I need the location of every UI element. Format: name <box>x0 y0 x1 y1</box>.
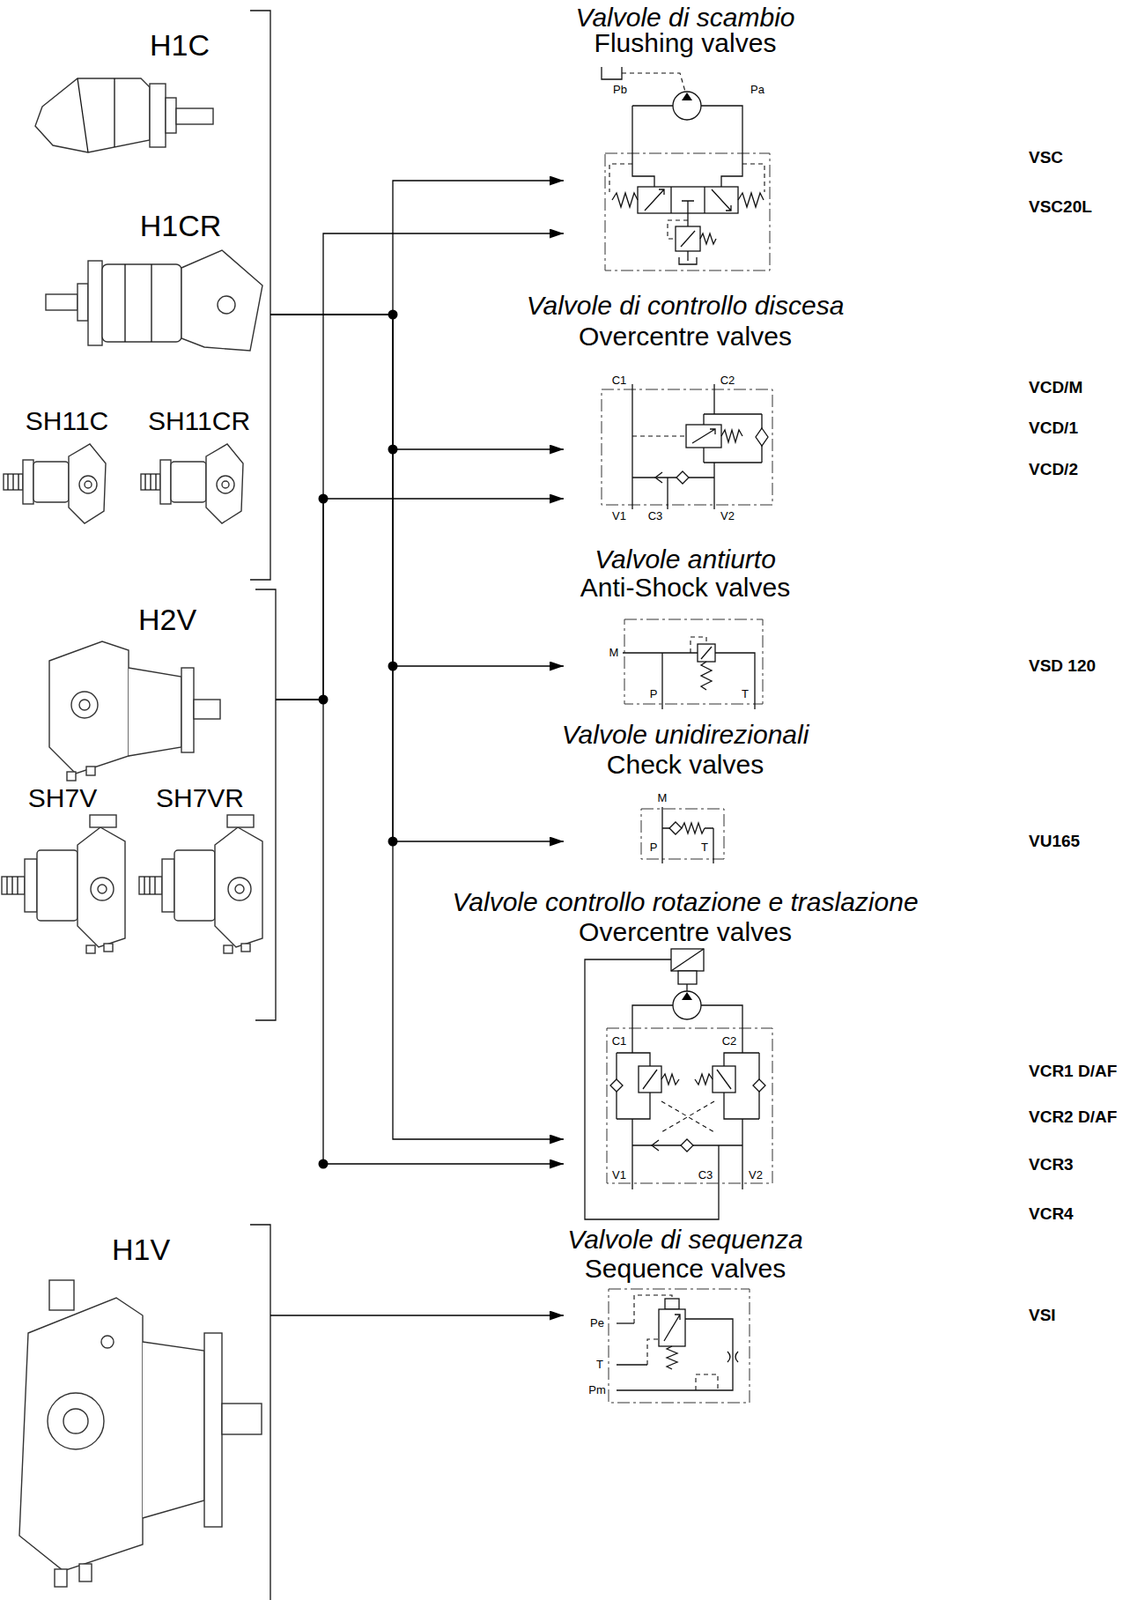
overcentre-valve-symbol <box>601 384 773 510</box>
valve-heading: Valvole di sequenza <box>567 1224 803 1256</box>
port-name: T <box>596 1358 604 1372</box>
port-name: T <box>701 841 709 855</box>
valve-code: VCR2 D/AF <box>1028 1107 1117 1127</box>
valve-heading: Check valves <box>606 749 764 781</box>
valve-code: VCD/M <box>1028 377 1083 398</box>
valve-code: VCR1 D/AF <box>1028 1061 1117 1081</box>
valve-heading: Valvole unidirezionali <box>561 719 810 751</box>
valve-heading: Sequence valves <box>584 1253 787 1285</box>
valve-code: VSC <box>1028 147 1064 168</box>
port-name: Pm <box>588 1383 606 1397</box>
valve-heading: Overcentre valves <box>578 916 792 948</box>
motor-group: H2V SH7V SH7VR <box>0 589 276 1020</box>
connector-arrow <box>270 314 564 666</box>
connector-arrow <box>270 1314 564 1315</box>
port-name: Pe <box>590 1316 605 1330</box>
valve-code: VSD 120 <box>1028 656 1096 676</box>
sequence-valve-symbol <box>608 1288 750 1403</box>
valve-heading: Flushing valves <box>594 28 777 60</box>
motor-name: H1C <box>149 28 210 63</box>
port-name: C1 <box>612 374 628 388</box>
connector-arrow <box>270 180 564 315</box>
motor-name: SH11CR <box>147 406 251 437</box>
group-bracket <box>250 10 276 1600</box>
valve-heading: Overcentre valves <box>578 321 792 353</box>
port-name: T <box>741 687 749 702</box>
check-valve-symbol <box>641 806 724 864</box>
port-name: V1 <box>612 1168 627 1182</box>
valve-block: Valvole unidirezionaliCheck valves <box>563 792 807 868</box>
valve-heading: Anti-Shock valves <box>580 572 791 604</box>
port-name: Pb <box>613 83 628 97</box>
flushing-valve-symbol <box>601 66 770 271</box>
connector-arrow <box>275 699 564 1164</box>
valve-code: VCR3 <box>1028 1154 1074 1175</box>
port-name: Pa <box>750 83 765 97</box>
port-name: C3 <box>648 509 664 524</box>
port-name: V1 <box>612 509 627 524</box>
connector-arrow <box>270 314 564 842</box>
port-name: P <box>649 841 658 855</box>
valve-code: VSI <box>1028 1305 1057 1325</box>
motor-name: H1V <box>111 1232 170 1267</box>
port-name: C3 <box>698 1168 714 1182</box>
valve-code: VCR4 <box>1028 1203 1074 1224</box>
motor-name: SH7VR <box>155 782 244 814</box>
motor-name: H1CR <box>140 208 222 244</box>
port-name: M <box>609 646 620 660</box>
valve-block: Valvole antiurtoAnti-Shock valves <box>563 616 807 710</box>
motor-name: SH7V <box>28 782 97 814</box>
valve-code: VCD/2 <box>1028 459 1079 480</box>
connector-arrow <box>275 233 564 700</box>
connector-arrow <box>275 498 564 700</box>
valve-block: Valvole di controllo discesaOvercentre v… <box>563 374 807 516</box>
valve-block: Valvole controllo rotazione e traslazion… <box>563 946 807 1225</box>
motor-name: H2V <box>138 602 197 637</box>
motor-group: H1V <box>0 1224 271 1600</box>
port-name: C2 <box>720 374 736 388</box>
valve-code: VU165 <box>1028 831 1080 851</box>
port-name: V2 <box>720 509 735 524</box>
motor-group: H1C H1CR SH11C SH11CR <box>0 10 271 580</box>
connector-arrow <box>270 314 564 450</box>
motor-picture <box>1 78 263 1587</box>
junction-dot <box>318 310 399 1169</box>
port-name: M <box>657 791 668 806</box>
port-name: P <box>649 687 658 702</box>
motor-name: SH11C <box>25 406 109 437</box>
valve-heading: Valvole controllo rotazione e traslazion… <box>451 886 918 918</box>
port-name: V2 <box>748 1168 763 1182</box>
valve-code: VCD/1 <box>1028 418 1079 438</box>
port-name: C1 <box>612 1034 628 1049</box>
valve-heading: Valvole antiurto <box>594 544 776 576</box>
valve-code: VSC20L <box>1028 197 1093 217</box>
valve-heading: Valvole di controllo discesa <box>526 290 845 322</box>
port-name: C2 <box>722 1034 738 1049</box>
valve-block: Valvole di scambioFlushing valves <box>563 54 807 275</box>
connector-arrow <box>270 314 564 1139</box>
anti-shock-valve-symbol <box>622 619 763 710</box>
rotation-control-valve-symbol <box>584 948 773 1219</box>
